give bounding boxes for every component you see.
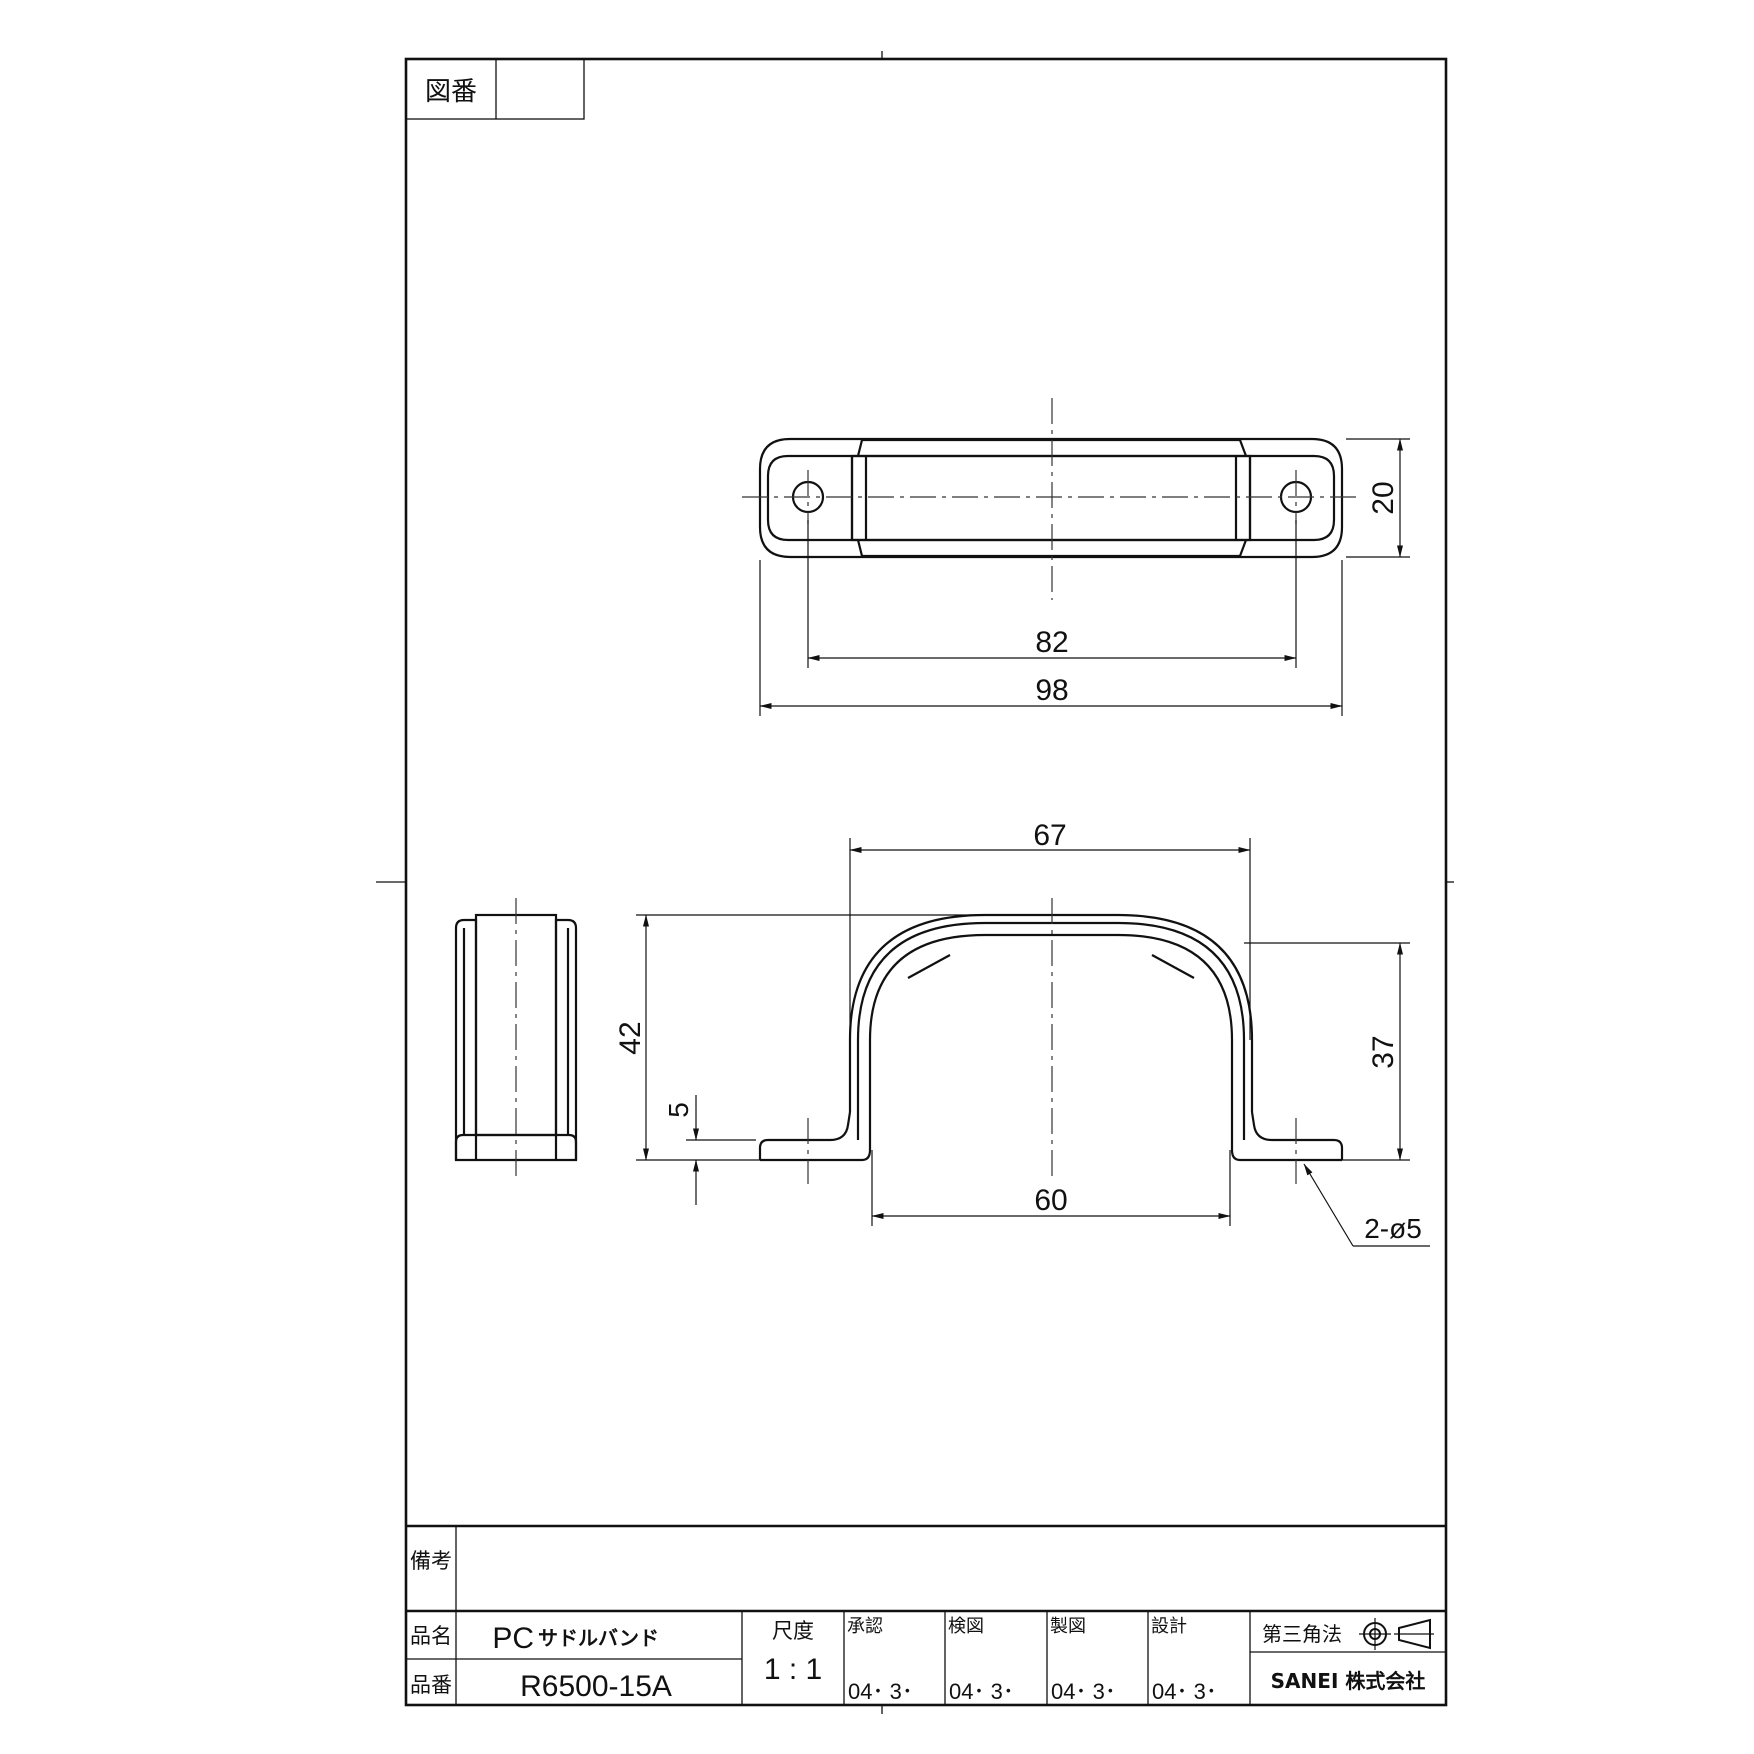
dim-82: 82 bbox=[1035, 626, 1068, 659]
approval-label: 承認 bbox=[847, 1616, 883, 1637]
scale-value: 1 : 1 bbox=[764, 1653, 822, 1686]
part-number-label: 品番 bbox=[410, 1673, 452, 1697]
company-name: SANEI 株式会社 bbox=[1271, 1669, 1426, 1693]
design-date: 04･ 3･ bbox=[1152, 1679, 1217, 1704]
drawing-frame bbox=[376, 51, 1454, 1714]
dim-42: 42 bbox=[614, 1021, 647, 1054]
dim-20: 20 bbox=[1367, 481, 1400, 514]
dim-98: 98 bbox=[1035, 674, 1068, 707]
scale-label: 尺度 bbox=[772, 1619, 814, 1643]
dim-37: 37 bbox=[1367, 1035, 1400, 1068]
part-number-value: R6500-15A bbox=[520, 1670, 672, 1703]
third-angle-projection-icon bbox=[1359, 1618, 1434, 1650]
check-label: 検図 bbox=[948, 1616, 984, 1637]
title-block: 備考 品名 PC サドルバンド 品番 R6500-15A 尺度 1 : 1 承認… bbox=[406, 1524, 1446, 1705]
drawing-number-box: 図番 bbox=[405, 58, 585, 120]
check-date: 04･ 3･ bbox=[949, 1679, 1014, 1704]
dim-5: 5 bbox=[663, 1102, 694, 1118]
front-view: 67 60 42 37 5 2-ø5 bbox=[614, 819, 1430, 1247]
drafting-date: 04･ 3･ bbox=[1051, 1679, 1116, 1704]
side-view bbox=[454, 898, 578, 1180]
name-value-prefix: PC bbox=[492, 1622, 534, 1655]
dim-60: 60 bbox=[1034, 1184, 1067, 1217]
drawing-number-label: 図番 bbox=[425, 77, 477, 107]
remarks-label: 備考 bbox=[410, 1549, 452, 1573]
top-view: 20 82 98 bbox=[742, 398, 1410, 716]
projection-label: 第三角法 bbox=[1262, 1622, 1342, 1646]
name-label: 品名 bbox=[410, 1624, 452, 1648]
name-value-suffix: サドルバンド bbox=[538, 1626, 659, 1650]
approval-date: 04･ 3･ bbox=[848, 1679, 913, 1704]
dim-67: 67 bbox=[1033, 819, 1066, 852]
design-label: 設計 bbox=[1151, 1616, 1187, 1637]
drafting-label: 製図 bbox=[1050, 1616, 1086, 1637]
dim-holes-2-dia-5: 2-ø5 bbox=[1364, 1213, 1422, 1244]
